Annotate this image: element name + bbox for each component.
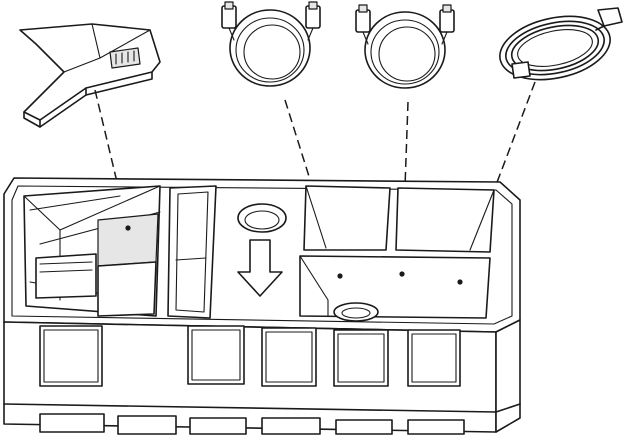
stand-base-icon bbox=[19, 23, 161, 128]
power-cord-icon bbox=[499, 7, 623, 81]
foam-tray bbox=[3, 177, 521, 435]
cable-icon bbox=[355, 4, 455, 89]
down-arrow-icon bbox=[237, 239, 283, 297]
cable-icon bbox=[221, 1, 321, 87]
